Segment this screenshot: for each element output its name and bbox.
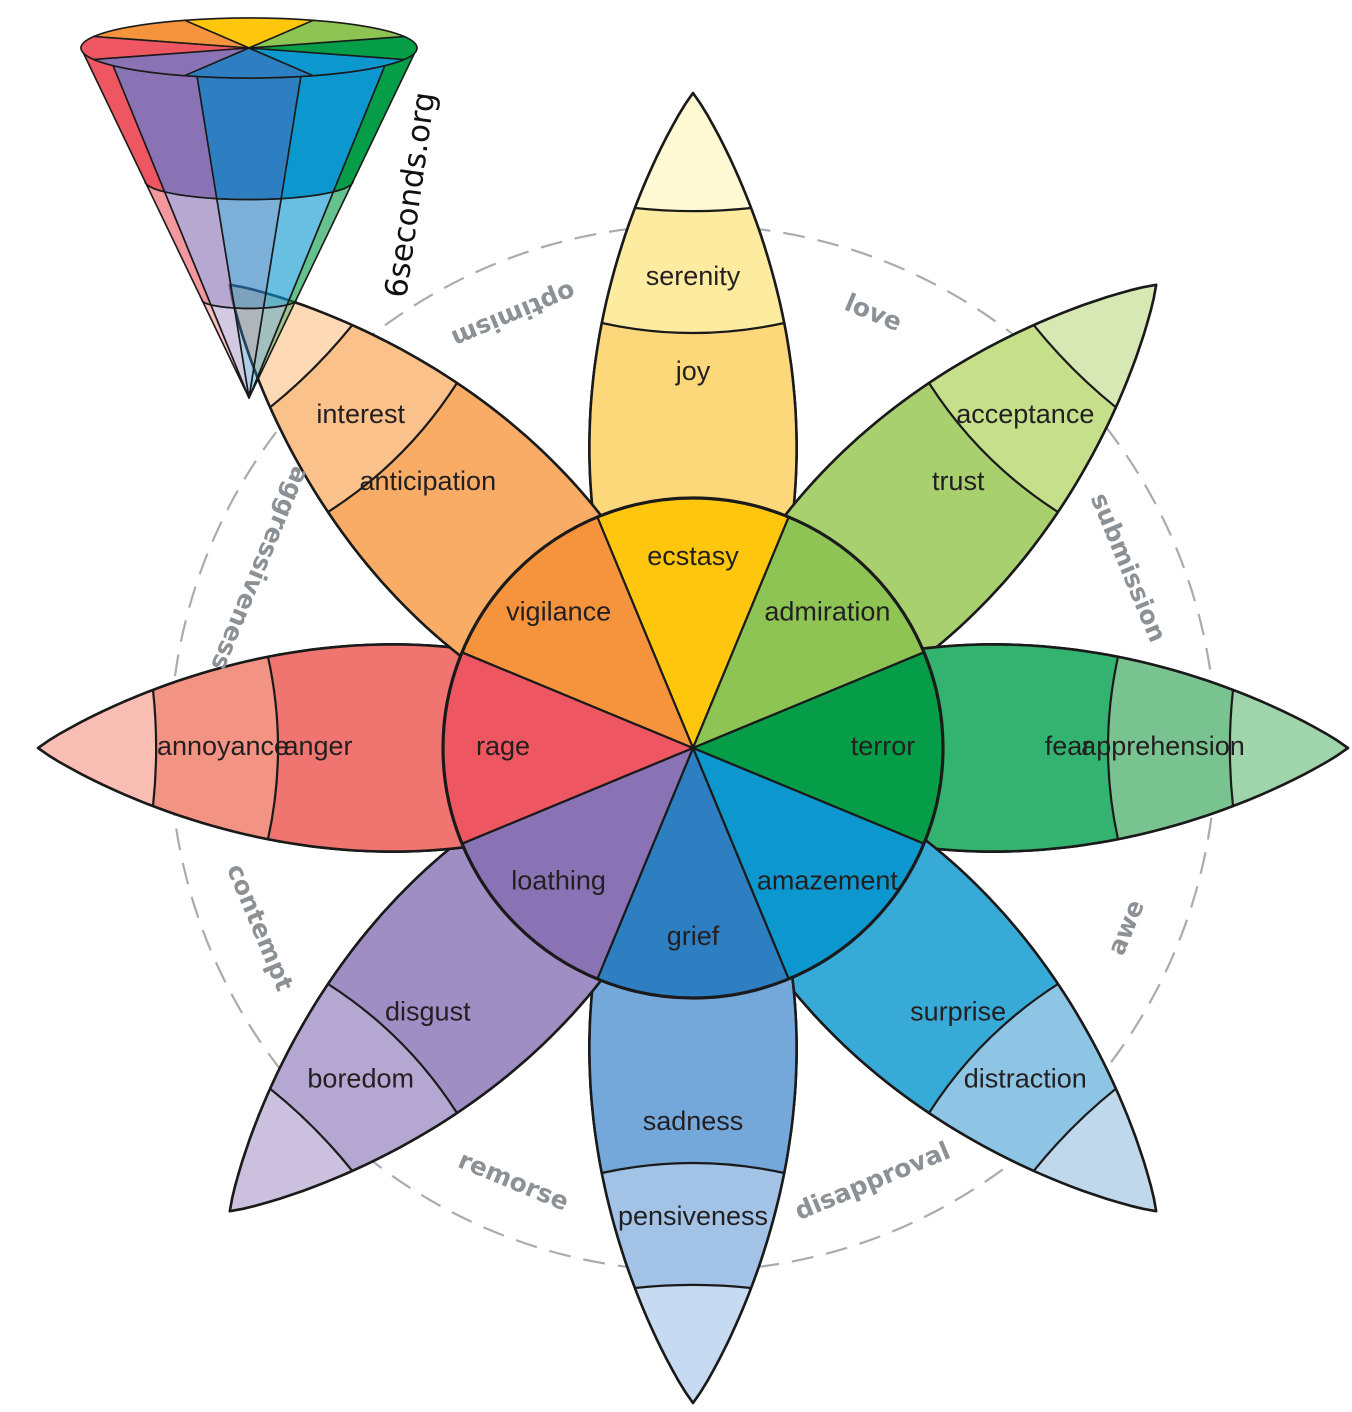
emotion-label-anticipation: anticipation xyxy=(359,466,496,496)
cone-top-sector xyxy=(248,47,405,77)
emotion-label-loathing: loathing xyxy=(511,866,606,896)
emotion-label-vigilance: vigilance xyxy=(506,597,611,627)
emotion-label-ecstasy: ecstasy xyxy=(647,541,739,571)
dyad-label-disapproval: disapproval xyxy=(790,1136,954,1226)
emotion-label-surprise: surprise xyxy=(910,996,1006,1026)
cone-top-sector xyxy=(248,19,405,49)
emotion-label-interest: interest xyxy=(316,399,405,429)
dyad-label-aggressiveness: aggressiveness xyxy=(205,462,315,675)
cone-top-sector xyxy=(80,35,250,61)
dyad-label-remorse: remorse xyxy=(454,1145,573,1216)
emotion-label-sadness: sadness xyxy=(643,1106,744,1136)
cone-top-sector xyxy=(248,35,418,61)
dyad-label-optimism: optimism xyxy=(448,277,580,354)
core-disc xyxy=(441,496,945,1000)
site-label: 6seconds.org xyxy=(378,90,442,300)
emotion-label-admiration: admiration xyxy=(764,597,890,627)
emotion-label-terror: terror xyxy=(851,731,916,761)
cone-face xyxy=(248,299,297,399)
emotion-label-annoyance: annoyance xyxy=(157,731,289,761)
dyad-label-awe: awe xyxy=(1102,895,1151,959)
emotion-label-pensiveness: pensiveness xyxy=(618,1201,768,1231)
cone-top-sector xyxy=(183,17,315,49)
cone-top-sector xyxy=(93,47,250,77)
emotion-cone-icon xyxy=(80,17,418,399)
emotion-label-fear: fear xyxy=(1045,731,1092,761)
dyad-label-contempt: contempt xyxy=(221,860,299,995)
dyad-label-submission: submission xyxy=(1085,489,1172,647)
emotion-label-grief: grief xyxy=(667,921,720,951)
emotion-labels: serenity joy acceptance trust apprehensionfe… xyxy=(157,261,1245,1231)
cone-top-sector xyxy=(93,19,250,49)
emotion-label-acceptance: acceptance xyxy=(956,399,1094,429)
cone-top-sector xyxy=(183,47,315,79)
emotion-label-joy: joy xyxy=(675,356,711,386)
emotion-label-amazement: amazement xyxy=(757,866,899,896)
emotion-label-anger: anger xyxy=(283,731,352,761)
emotion-label-trust: trust xyxy=(932,466,985,496)
dyad-label-love: love xyxy=(841,288,907,337)
emotion-label-distraction: distraction xyxy=(964,1063,1087,1093)
emotion-label-serenity: serenity xyxy=(646,261,741,291)
emotion-label-apprehension: apprehension xyxy=(1081,731,1245,761)
emotion-label-boredom: boredom xyxy=(307,1063,414,1093)
emotion-label-disgust: disgust xyxy=(385,996,471,1026)
core-ring xyxy=(441,496,945,1000)
emotion-label-rage: rage xyxy=(476,731,530,761)
